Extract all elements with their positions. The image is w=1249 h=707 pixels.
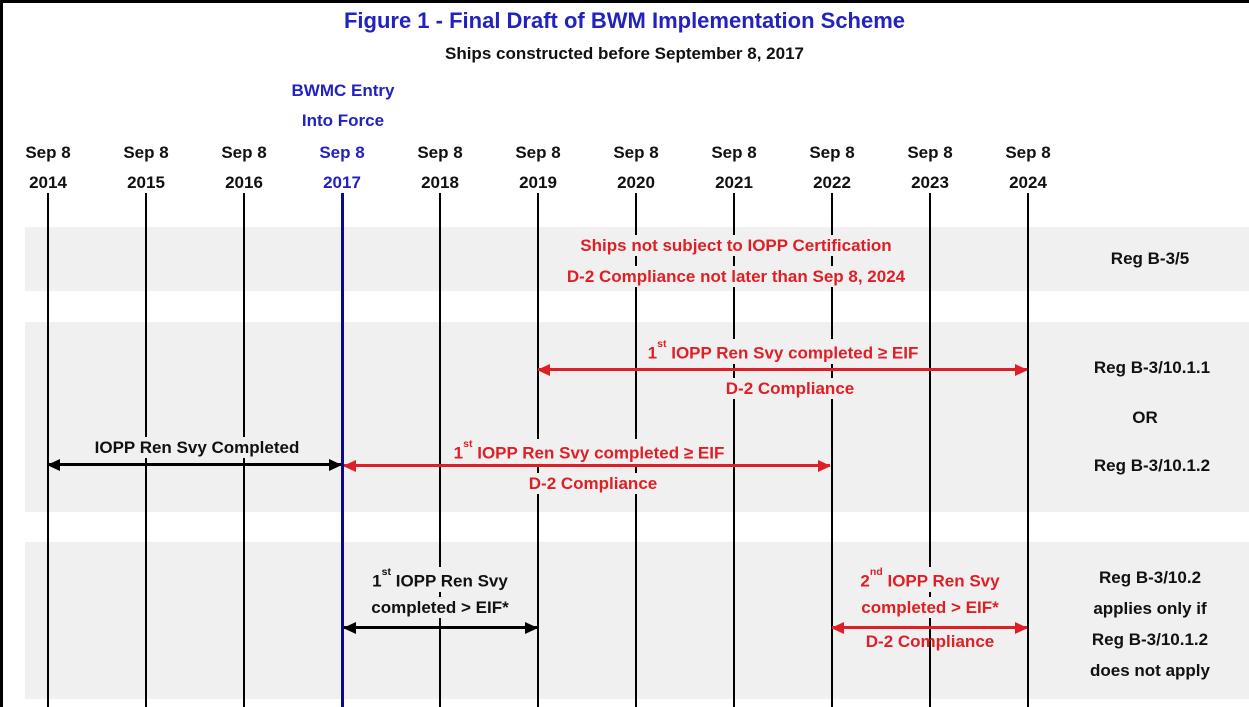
label-text: IOPP Ren Svy completed ≥ EIF [666, 343, 919, 363]
band3-reg-line1: Reg B-3/10.2 [1098, 568, 1202, 587]
month-label: Sep 8 [417, 143, 463, 162]
band2-bottom-arrow-sublabel: D-2 Compliance [521, 473, 665, 494]
timeline-label-2019: Sep 8 2019 [496, 138, 580, 198]
timeline-label-2018: Sep 8 2018 [398, 138, 482, 198]
figure-subtitle: Ships constructed before September 8, 20… [444, 44, 804, 63]
timeline-line-2024 [1027, 193, 1029, 707]
timeline-line-2021 [733, 193, 735, 707]
month-label: Sep 8 [809, 143, 855, 162]
band3-black-arrow [344, 626, 537, 629]
month-label: Sep 8 [515, 143, 561, 162]
month-label: Sep 8 [221, 143, 267, 162]
band-reg-b310-2 [25, 542, 1249, 699]
band2-reg1-label: Reg B-3/10.1.1 [1093, 358, 1211, 377]
ordinal-number: 2 [860, 571, 870, 591]
month-label: Sep 8 [613, 143, 659, 162]
left-border-line [0, 0, 3, 707]
year-label: 2018 [421, 173, 459, 192]
timeline-label-2023: Sep 8 2023 [888, 138, 972, 198]
timeline-label-2016: Sep 8 2016 [202, 138, 286, 198]
timeline-label-2015: Sep 8 2015 [104, 138, 188, 198]
band1-text-line1: Ships not subject to IOPP Certification [573, 235, 899, 256]
ordinal-suffix: st [657, 338, 667, 351]
band3-red-label-line1: 2nd IOPP Ren Svy [853, 566, 1007, 592]
year-label: 2022 [813, 173, 851, 192]
band3-reg-line2: applies only if [1093, 599, 1207, 618]
ordinal-suffix: st [381, 566, 391, 579]
timeline-label-2022: Sep 8 2022 [790, 138, 874, 198]
year-label: 2023 [911, 173, 949, 192]
month-label: Sep 8 [907, 143, 953, 162]
band1-reg-label: Reg B-3/5 [1110, 249, 1190, 268]
band3-red-arrow [832, 626, 1027, 629]
bwmc-entry-into-force-label: BWMC Entry Into Force [292, 76, 395, 136]
timeline-line-2014 [47, 193, 49, 707]
band3-reg-line4: does not apply [1090, 661, 1210, 680]
band2-black-arrow [48, 463, 341, 466]
year-label: 2015 [127, 173, 165, 192]
top-border-line [0, 0, 1249, 3]
band2-top-arrow [538, 368, 1027, 371]
timeline-label-2021: Sep 8 2021 [692, 138, 776, 198]
band3-red-label-line2: completed > EIF* [854, 597, 1006, 618]
ordinal-suffix: st [463, 438, 473, 451]
band2-bottom-arrow [344, 464, 830, 467]
month-label: Sep 8 [319, 143, 365, 162]
month-label: Sep 8 [123, 143, 169, 162]
timeline-label-2020: Sep 8 2020 [594, 138, 678, 198]
year-label: 2020 [617, 173, 655, 192]
timeline-line-2023 [929, 193, 931, 707]
month-label: Sep 8 [711, 143, 757, 162]
timeline-line-2022 [831, 193, 833, 707]
year-label: 2016 [225, 173, 263, 192]
band2-top-arrow-sublabel: D-2 Compliance [718, 378, 862, 399]
bwmc-entry-line1: BWMC Entry [291, 81, 395, 100]
timeline-line-2018 [439, 193, 441, 707]
year-label: 2024 [1009, 173, 1047, 192]
month-label: Sep 8 [25, 143, 71, 162]
bwmc-entry-line2: Into Force [301, 111, 385, 130]
band2-or-label: OR [1132, 408, 1158, 427]
band3-black-label-line2: completed > EIF* [364, 597, 516, 618]
band1-text-line2: D-2 Compliance not later than Sep 8, 202… [559, 266, 913, 287]
timeline-label-2024: Sep 8 2024 [986, 138, 1070, 198]
band2-top-arrow-label: 1st IOPP Ren Svy completed ≥ EIF [640, 338, 926, 364]
ordinal-number: 1 [372, 571, 382, 591]
band2-black-arrow-label: IOPP Ren Svy Completed [87, 437, 307, 458]
band2-reg2-label: Reg B-3/10.1.2 [1093, 456, 1211, 475]
ordinal-number: 1 [453, 443, 464, 463]
timeline-label-2014: Sep 8 2014 [6, 138, 90, 198]
band3-reg-line3: Reg B-3/10.1.2 [1091, 630, 1209, 649]
label-text: IOPP Ren Svy [390, 571, 508, 591]
ordinal-suffix: nd [869, 566, 883, 579]
month-label: Sep 8 [1005, 143, 1051, 162]
figure-title: Figure 1 - Final Draft of BWM Implementa… [343, 8, 906, 33]
timeline-line-2017-eif [341, 193, 344, 707]
band3-red-sublabel: D-2 Compliance [865, 632, 995, 651]
year-label: 2014 [29, 173, 67, 192]
label-text: IOPP Ren Svy [882, 571, 1000, 591]
band2-bottom-arrow-label: 1st IOPP Ren Svy completed ≥ EIF [446, 438, 732, 464]
ordinal-number: 1 [647, 343, 658, 363]
year-label: 2021 [715, 173, 753, 192]
year-label: 2019 [519, 173, 557, 192]
label-text: IOPP Ren Svy completed ≥ EIF [472, 443, 725, 463]
year-label: 2017 [323, 173, 361, 192]
timeline-label-2017: Sep 8 2017 [300, 138, 384, 198]
band3-black-label-line1: 1st IOPP Ren Svy [365, 566, 515, 592]
